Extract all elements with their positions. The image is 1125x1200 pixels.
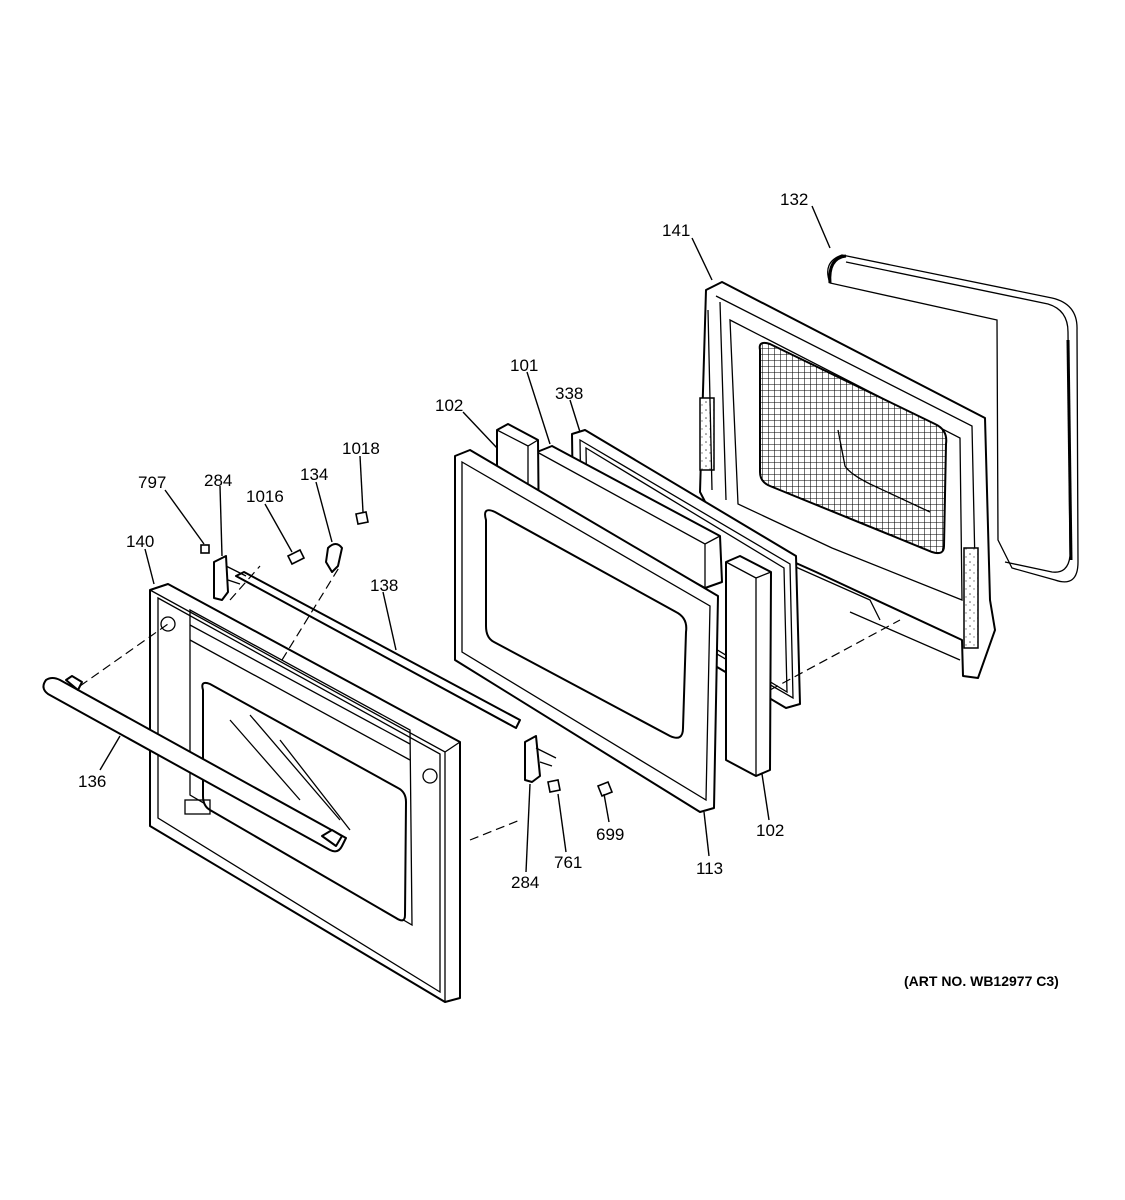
screw-797-part: [200, 544, 210, 554]
callout-101: 101: [510, 356, 538, 375]
callout-102-bottom: 102: [756, 821, 784, 840]
leader-lines: [99, 205, 831, 873]
callout-338: 338: [555, 384, 583, 403]
callout-797: 797: [138, 473, 166, 492]
art-number: (ART NO. WB12977 C3): [904, 973, 1059, 989]
callout-102-top: 102: [435, 396, 463, 415]
callout-1018: 1018: [342, 439, 380, 458]
insulation-strip-right-part: [725, 555, 772, 777]
callout-labels: 132 141 101 338 102 1018 134 797 284 101…: [78, 190, 808, 892]
callout-284-bottom: 284: [511, 873, 539, 892]
callout-132: 132: [780, 190, 808, 209]
bracket-part: [325, 543, 343, 573]
callout-136: 136: [78, 772, 106, 791]
callout-1016: 1016: [246, 487, 284, 506]
screw-699-part: [596, 780, 614, 798]
callout-113: 113: [696, 859, 723, 878]
screw-1016-part: [286, 548, 306, 566]
callout-134: 134: [300, 465, 328, 484]
callout-699: 699: [596, 825, 624, 844]
inner-door-liner-part: [699, 281, 996, 679]
screw-761-part: [547, 779, 561, 793]
screw-1018-part: [355, 511, 369, 525]
door-handle-part: [42, 675, 347, 853]
door-gasket-part: [827, 254, 1079, 583]
inner-door-frame-part: [454, 449, 719, 813]
callout-138: 138: [370, 576, 398, 595]
hinge-top-part: [213, 555, 247, 601]
outer-door-panel-part: [149, 583, 461, 1003]
hinge-bottom-part: [524, 735, 557, 783]
callout-761: 761: [554, 853, 582, 872]
callout-141: 141: [662, 221, 690, 240]
callout-284-top: 284: [204, 471, 232, 490]
callout-140: 140: [126, 532, 154, 551]
alignment-lines: [79, 565, 901, 841]
